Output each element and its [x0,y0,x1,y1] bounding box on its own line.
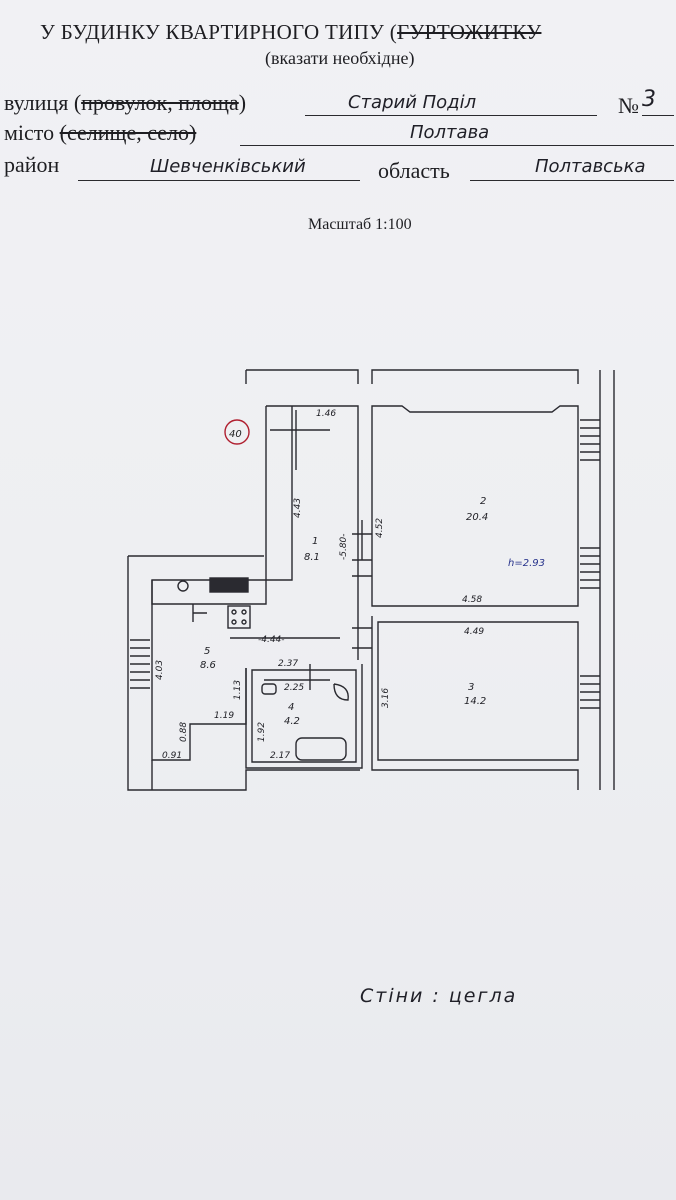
dim-label: 2.37 [278,659,298,669]
room-4-area: 4.2 [284,716,300,727]
room-1-area: 8.1 [304,552,320,563]
window-mark [130,639,150,689]
burner-icon [241,619,247,625]
room-4-number: 4 [288,702,294,713]
dim-label: 0.88 [179,722,189,742]
wall-segment [151,580,247,761]
door-mark [352,559,372,649]
toilet-icon [261,683,277,695]
region-underline [470,180,674,181]
city-label-text: місто [4,120,60,145]
street-underline [305,115,597,116]
dimension-line [264,664,330,690]
wall-segment [245,664,363,769]
marker-label: 40 [229,429,242,440]
window-mark [580,675,600,709]
room-3-area: 14.2 [464,696,486,707]
district-label: район [4,152,60,177]
bathtub-icon [295,737,347,761]
walls-note: Стіни : цегла [360,985,518,1007]
city-label: місто (селище, село) [4,120,196,146]
dim-label: 1.19 [214,711,234,721]
dim-label: 3.16 [381,688,391,708]
street-value: Старий Поділ [348,92,477,113]
wall-segment [371,616,579,790]
wall-segment [371,405,579,607]
dim-label: 4.58 [462,595,482,605]
number-label: № [618,93,639,118]
room-5-area: 8.6 [200,660,216,671]
sink-icon [192,604,207,622]
dim-label: 2.17 [270,751,290,761]
dim-label: 1.13 [233,680,243,700]
scale-label: Масштаб 1:100 [308,216,412,233]
window-mark [580,419,600,461]
room-3-number: 3 [468,682,474,693]
district-value: Шевченківський [150,156,306,177]
street-label-close: ) [238,90,247,115]
wall-segment [151,560,359,790]
burner-icon [231,609,237,615]
dim-label: -5.80- [339,533,349,560]
wall-segment [377,621,579,761]
dim-label: 2.25 [284,683,304,693]
dim-label: -4.44- [258,635,285,645]
title-text: У БУДИНКУ КВАРТИРНОГО ТИПУ ( [40,20,398,44]
room-5-number: 5 [204,646,210,657]
dim-label: 4.03 [155,660,165,680]
street-struck-text: провулок, площа [81,90,239,115]
dimension-line [352,520,372,560]
city-underline [240,145,674,146]
boiler-icon [177,580,189,592]
room-2-number: 2 [480,496,486,507]
burner-icon [231,619,237,625]
window-mark [580,547,600,589]
room-2-area: 20.4 [466,512,488,523]
washbasin-icon [333,683,349,701]
dim-label: 4.52 [375,518,385,538]
marker-circle: 40 [224,419,250,445]
stove-icon [209,577,249,593]
number-underline [642,115,674,116]
street-label-text: вулиця ( [4,90,82,115]
wall-segment [251,669,357,763]
city-value: Полтава [410,122,490,143]
dim-label: 4.43 [293,498,303,518]
wall-segment [266,405,359,560]
burner-icon [241,609,247,615]
room-1-number: 1 [312,536,318,547]
wall-segment [127,556,360,791]
district-underline [78,180,360,181]
city-struck-text: (селище, село) [59,120,197,145]
number-value: 3 [642,87,656,112]
dim-label: 1.92 [257,722,267,742]
ceiling-height-label: h=2.93 [508,558,545,569]
dimension-line [270,410,330,470]
dim-label: 1.46 [316,409,336,419]
wall-segment [371,369,579,384]
wall-segment [246,369,359,384]
hob-icon [227,605,251,629]
document-subtitle: (вказати необхідне) [265,48,415,68]
wall-segment [599,370,615,790]
dim-label: 0.91 [162,751,182,761]
region-label: область [378,158,450,183]
street-label: вулиця (провулок, площа) [4,90,246,116]
region-value: Полтавська [535,156,646,177]
dim-label: 4.49 [464,627,484,637]
document-title: У БУДИНКУ КВАРТИРНОГО ТИПУ (ГУРТОЖИТКУ [40,20,541,45]
title-struck-text: ГУРТОЖИТКУ [397,20,542,44]
